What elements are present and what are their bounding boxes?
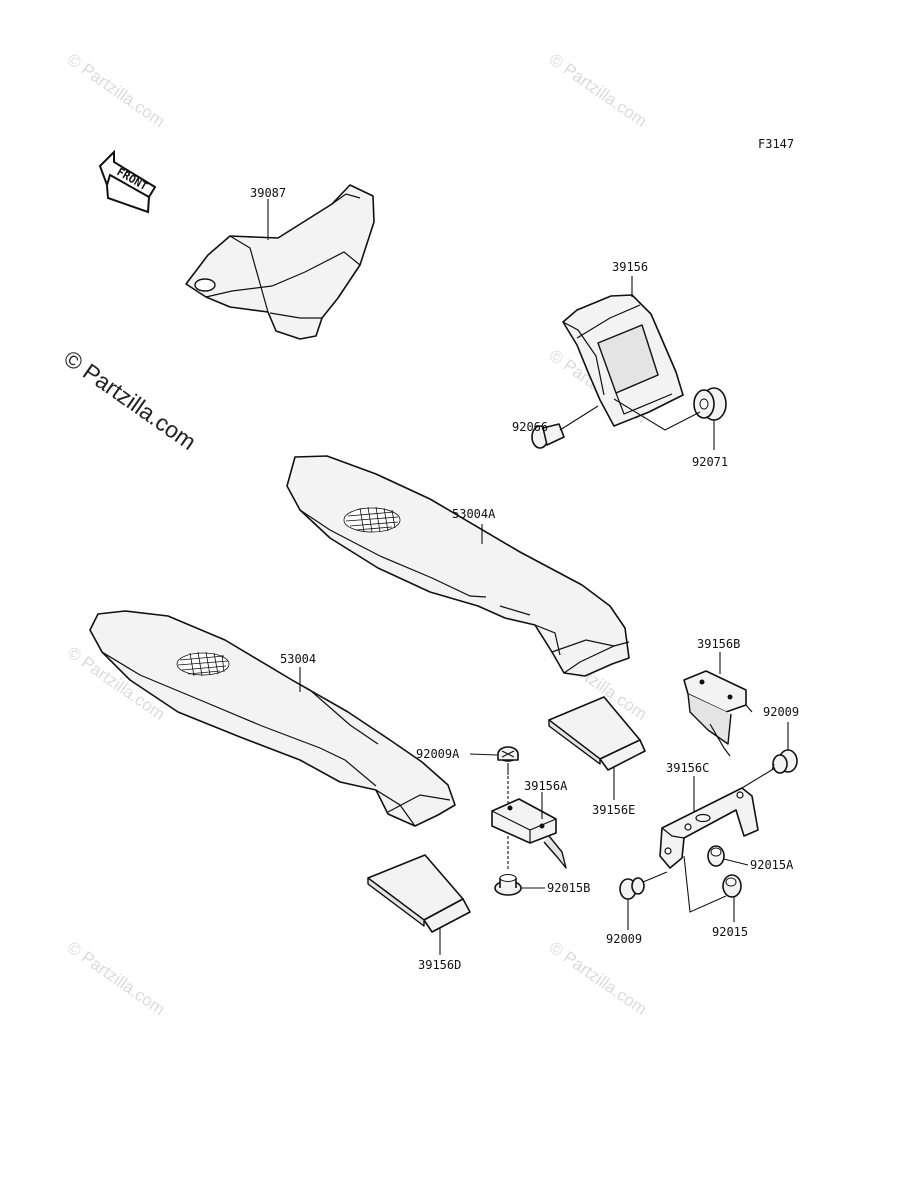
part-label-53004: 53004 [280, 652, 316, 666]
part-label-39156E: 39156E [592, 803, 635, 817]
watermark-faint: © Partzilla.com [546, 938, 651, 1019]
speaker-mesh [343, 506, 401, 533]
part-label-92015: 92015 [712, 925, 748, 939]
part-53004 [89, 610, 456, 827]
watermark-faint: © Partzilla.com [546, 50, 651, 131]
watermark-faint: © Partzilla.com [64, 50, 169, 131]
part-label-39156B: 39156B [697, 637, 740, 651]
speaker-mesh [176, 651, 230, 677]
part-label-39156A: 39156A [524, 779, 568, 793]
watermark-faint: © Partzilla.com [64, 938, 169, 1019]
part-label-92015B: 92015B [547, 881, 590, 895]
part-92015 [722, 874, 742, 898]
part-39156 [562, 294, 684, 427]
part-label-39156C: 39156C [666, 761, 709, 775]
part-label-92066: 92066 [512, 420, 548, 434]
part-label-39087: 39087 [250, 186, 286, 200]
part-39156D [367, 854, 471, 933]
part-39156C [659, 787, 759, 869]
watermark: © Partzilla.com [59, 345, 201, 455]
part-53004A [286, 455, 630, 677]
front-arrow-label: FRONT [115, 165, 151, 193]
part-label-92071: 92071 [692, 455, 728, 469]
part-92066 [531, 423, 565, 449]
part-39156B [683, 670, 753, 757]
part-39156A [491, 798, 567, 869]
part-label-92009A: 92009A [416, 747, 460, 761]
part-label-92009-top: 92009 [763, 705, 799, 719]
part-92009-top [771, 749, 798, 774]
part-92015A [707, 845, 725, 867]
part-label-53004A: 53004A [452, 507, 496, 521]
part-label-39156: 39156 [612, 260, 648, 274]
part-92009A [497, 746, 519, 775]
part-92071 [693, 387, 727, 421]
part-92009-bottom [619, 877, 645, 900]
front-arrow-icon: FRONT [98, 149, 157, 214]
diagram-id: F3147 [758, 137, 794, 151]
part-39156E [548, 696, 646, 771]
part-label-39156D: 39156D [418, 958, 461, 972]
part-label-92015A: 92015A [750, 858, 794, 872]
part-label-92009-bottom: 92009 [606, 932, 642, 946]
part-92015B [494, 874, 522, 896]
part-39087 [185, 184, 375, 340]
